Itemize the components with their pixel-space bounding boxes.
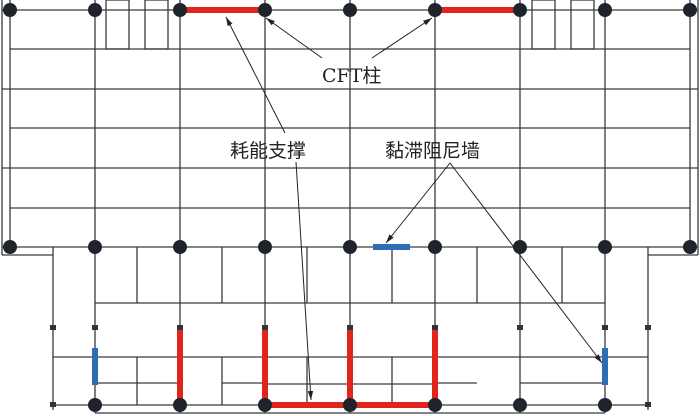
label-viscous-damper-wall: 黏滞阻尼墙 <box>385 140 480 162</box>
label-cft-column: CFT柱 <box>322 65 381 87</box>
label-energy-brace: 耗能支撑 <box>230 140 306 162</box>
leader-arrows <box>225 16 603 401</box>
steel-section-marks <box>50 325 651 407</box>
viscous-damper-walls <box>92 244 608 385</box>
energy-dissipating-braces <box>177 7 520 408</box>
cft-columns <box>3 3 697 412</box>
